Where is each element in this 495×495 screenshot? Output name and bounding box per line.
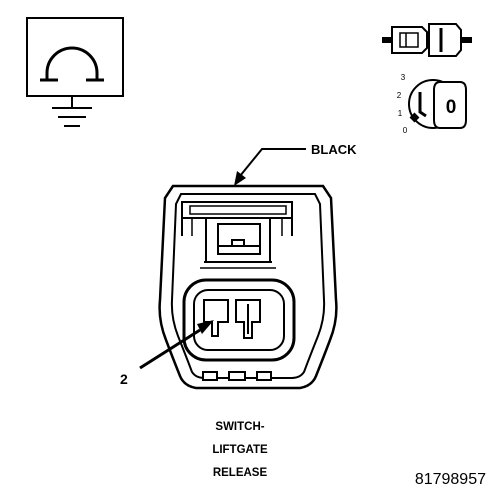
figure-number: 81798957 [415,471,486,488]
connector-face [158,184,338,390]
connector-color-label: BLACK [311,142,357,157]
color-leader-arrow [234,148,306,186]
pin-callout-arrow [139,320,214,370]
connector-name-line-2: LIFTGATE [212,444,268,456]
switch-position-1: 1 [398,109,403,118]
ohm-ground-icon [26,17,124,127]
connector-halves-icon [382,23,472,57]
pin-number-label: 2 [120,371,128,387]
ignition-key-switch-icon: 0 3 2 1 0 [397,73,467,135]
connector-name-line-1: SWITCH- [215,421,264,433]
connector-name-line-3: RELEASE [213,467,268,479]
switch-position-2: 2 [397,91,402,100]
switch-position-0: 0 [403,126,408,135]
switch-position-3: 3 [401,73,406,82]
key-position-label: 0 [446,97,457,118]
